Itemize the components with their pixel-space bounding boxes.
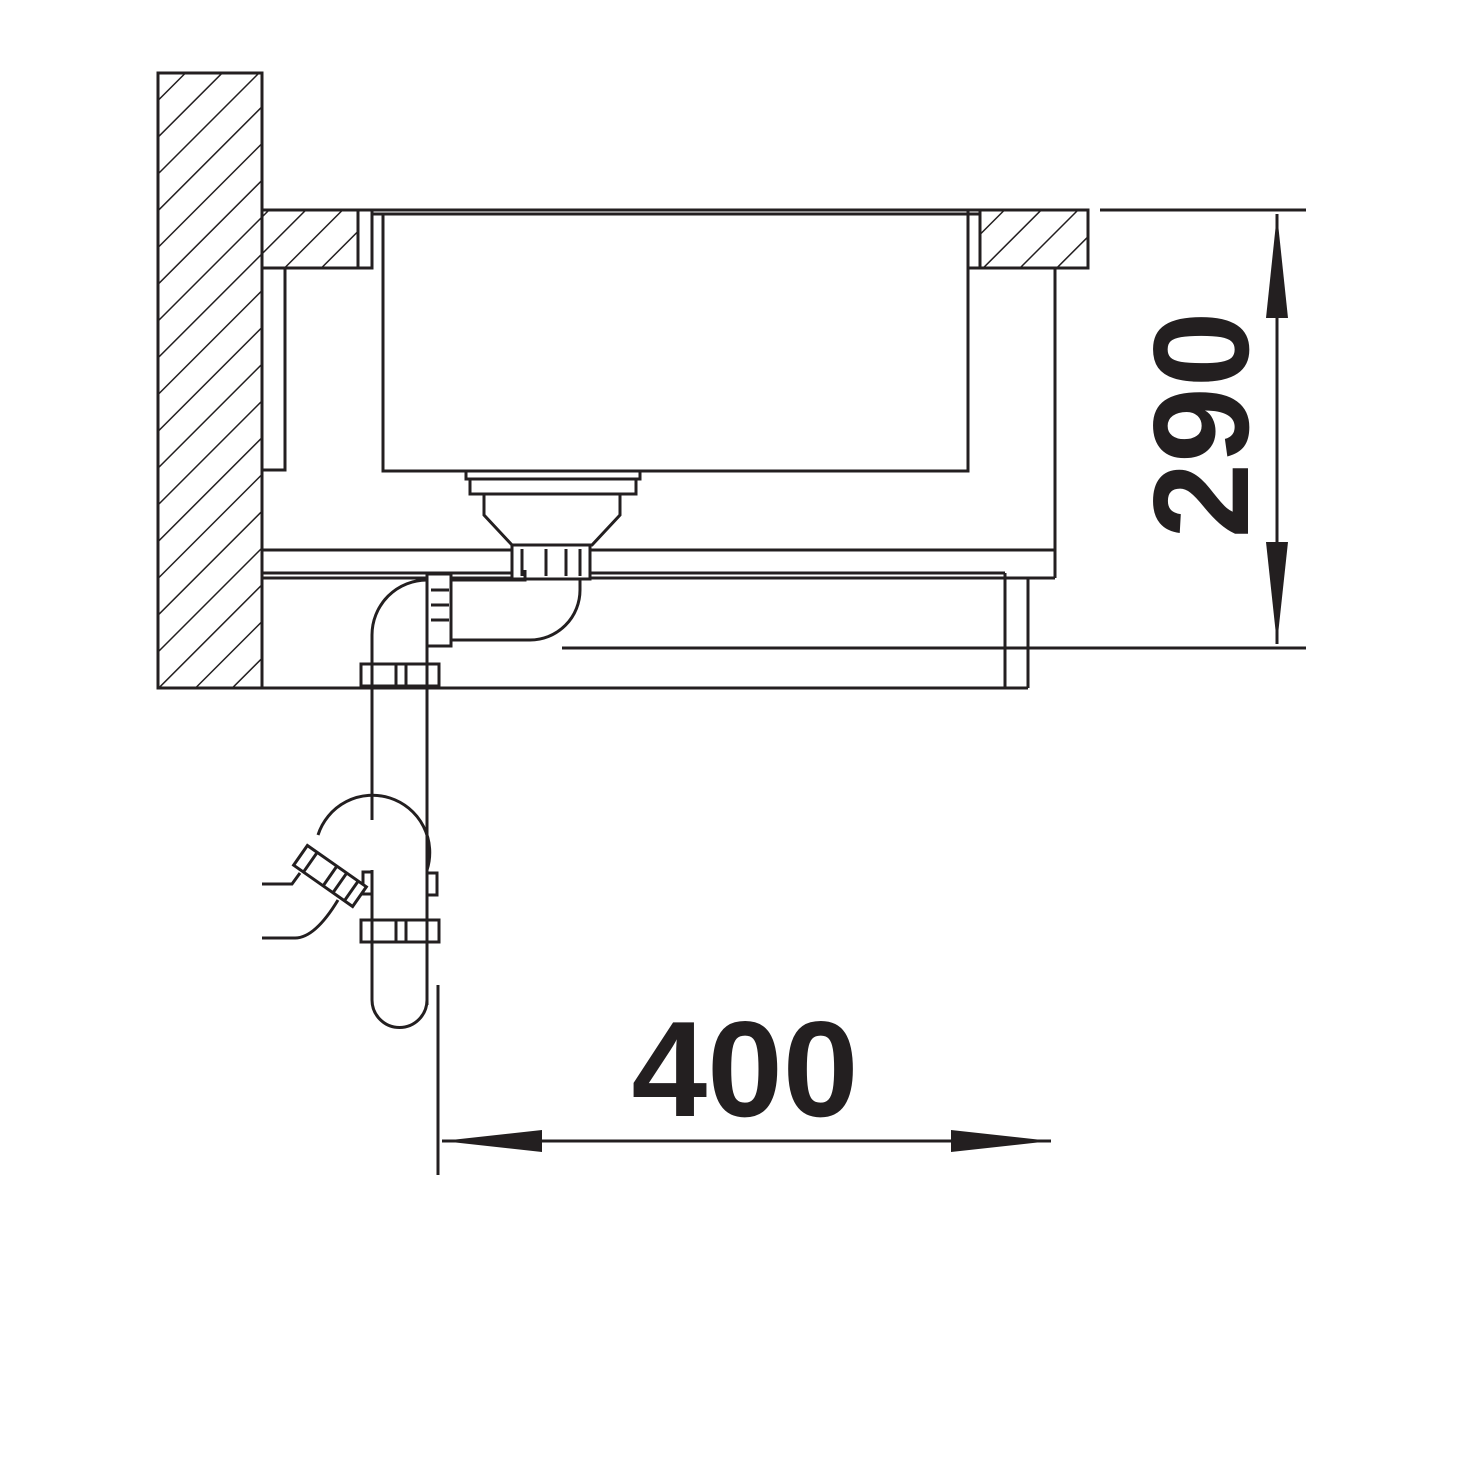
countertop-left (260, 208, 360, 270)
height-dimension: 290 (562, 208, 1306, 650)
wall-section (156, 71, 264, 690)
sink-bowl (381, 212, 970, 473)
countertop-right (978, 208, 1090, 270)
height-dimension-label: 290 (1125, 312, 1277, 539)
siphon-trap (262, 570, 582, 1029)
base-cabinet (260, 266, 1057, 690)
depth-dimension: 400 (436, 985, 1051, 1175)
depth-dimension-label: 400 (632, 993, 859, 1145)
drain-strainer (464, 469, 642, 581)
sink-rim (356, 208, 993, 270)
